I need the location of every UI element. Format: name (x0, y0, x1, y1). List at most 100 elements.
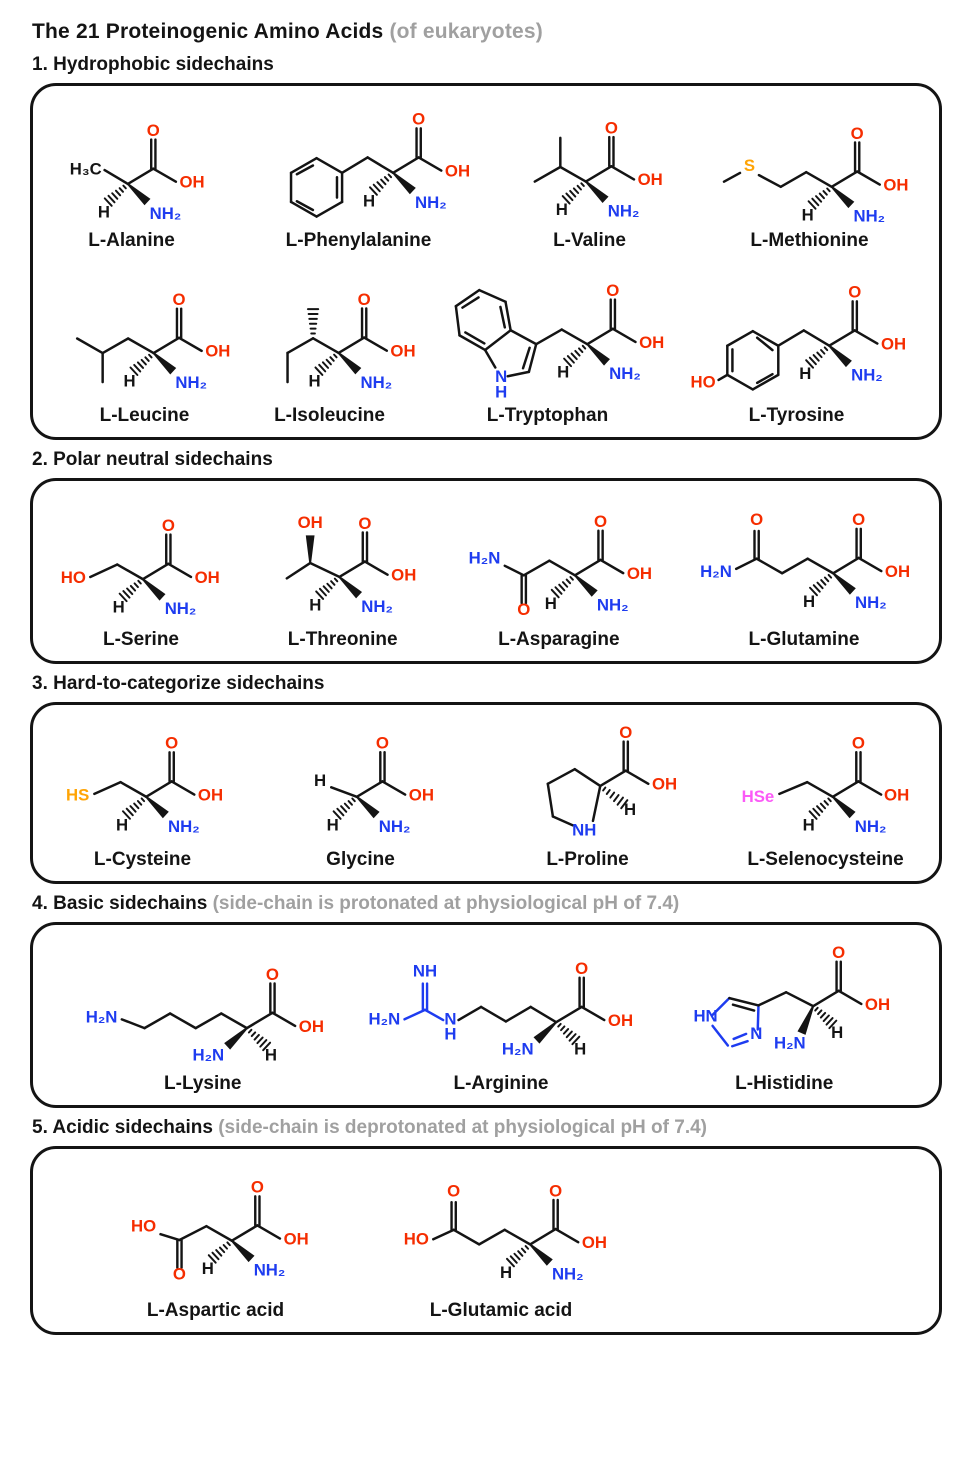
atom-label: O (266, 965, 279, 984)
atom-label: NH (572, 820, 596, 839)
atom-label: OH (885, 562, 910, 581)
atom-label: O (173, 1264, 186, 1283)
molecule-label: L-Selenocysteine (747, 849, 904, 870)
atom-label: OH (297, 513, 322, 532)
atom-label: H (98, 202, 110, 221)
atom-label: OH (582, 1233, 607, 1252)
atom-label: NH₂ (609, 364, 641, 383)
atom-label: O (852, 510, 865, 529)
atom-label: H (799, 364, 811, 383)
atom-label: HSe (742, 787, 775, 806)
atom-label: NH₂ (608, 202, 640, 221)
atom-label: H (500, 1263, 512, 1282)
atom-label: OH (865, 995, 890, 1014)
atom-label: O (852, 734, 865, 753)
atom-label: H₂N (700, 562, 732, 581)
atom-label: N (750, 1024, 762, 1043)
molecule-label: L-Threonine (287, 629, 398, 650)
atom-label: H (495, 382, 507, 401)
atom-label: NH₂ (415, 193, 447, 212)
atom-label: H (556, 200, 568, 219)
atom-label: NH₂ (851, 366, 883, 385)
atom-label: NH₂ (854, 207, 886, 226)
molecule-label: Glycine (326, 849, 395, 870)
section-heading: 3. Hard-to-categorize sidechains (32, 673, 942, 695)
atom-label: O (549, 1181, 562, 1200)
molecule-label: L-Tryptophan (486, 405, 609, 426)
atom-label: NH₂ (597, 595, 629, 614)
atom-label: HO (404, 1229, 429, 1248)
atom-label: O (376, 734, 389, 753)
section-heading-text: 4. Basic sidechains (32, 893, 208, 914)
atom-label: HO (131, 1216, 156, 1235)
atom-label: H₂N (501, 1039, 533, 1058)
atom-label: OH (299, 1017, 324, 1036)
atom-label: O (594, 512, 607, 531)
section-heading-note: (side-chain is deprotonated at physiolog… (212, 1117, 708, 1138)
atom-label: H (265, 1045, 277, 1064)
atom-label: HS (66, 785, 89, 804)
section-heading-note: (side-chain is protonated at physiologic… (207, 893, 680, 914)
atom-label: NH₂ (361, 597, 393, 616)
molecule-label: L-Phenylalanine (285, 230, 432, 251)
atom-label: H (314, 771, 326, 790)
atom-label: NH₂ (855, 593, 887, 612)
atom-label: OH (638, 170, 663, 189)
atom-label: HN (694, 1006, 718, 1025)
atom-label: OH (639, 333, 664, 352)
molecule-label: L-Methionine (750, 230, 869, 251)
atom-label: OH (881, 334, 906, 353)
atom-label: OH (607, 1011, 632, 1030)
section-heading: 4. Basic sidechains (side-chain is proto… (32, 893, 942, 915)
atom-label: NH₂ (552, 1264, 584, 1283)
section-heading-text: 1. Hydrophobic sidechains (32, 54, 274, 75)
molecule-label: L-Arginine (453, 1073, 549, 1094)
atom-label: H (363, 191, 375, 210)
atom-label: N (444, 1009, 456, 1028)
atom-label: OH (409, 785, 434, 804)
atom-label: N (495, 367, 507, 386)
section-heading-text: 2. Polar neutral sidechains (32, 449, 273, 470)
section-heading-text: 3. Hard-to-categorize sidechains (32, 673, 325, 694)
atom-label: NH (412, 961, 436, 980)
atom-label: O (606, 281, 619, 300)
atom-label: OH (390, 342, 415, 361)
atom-label: OH (180, 173, 205, 192)
molecule-label: L-Histidine (735, 1073, 834, 1094)
section-heading: 2. Polar neutral sidechains (32, 449, 942, 471)
atom-label: O (575, 959, 588, 978)
title-main: The 21 Proteinogenic Amino Acids (32, 20, 384, 43)
atom-label: OH (205, 342, 230, 361)
atom-label: H₂N (774, 1033, 806, 1052)
section-heading: 1. Hydrophobic sidechains (32, 54, 942, 76)
atom-label: H₂N (469, 549, 501, 568)
molecule-label: L-Alanine (88, 230, 175, 251)
page: The 21 Proteinogenic Amino Acids (of euk… (30, 20, 942, 1335)
atom-label: NH₂ (855, 817, 887, 836)
